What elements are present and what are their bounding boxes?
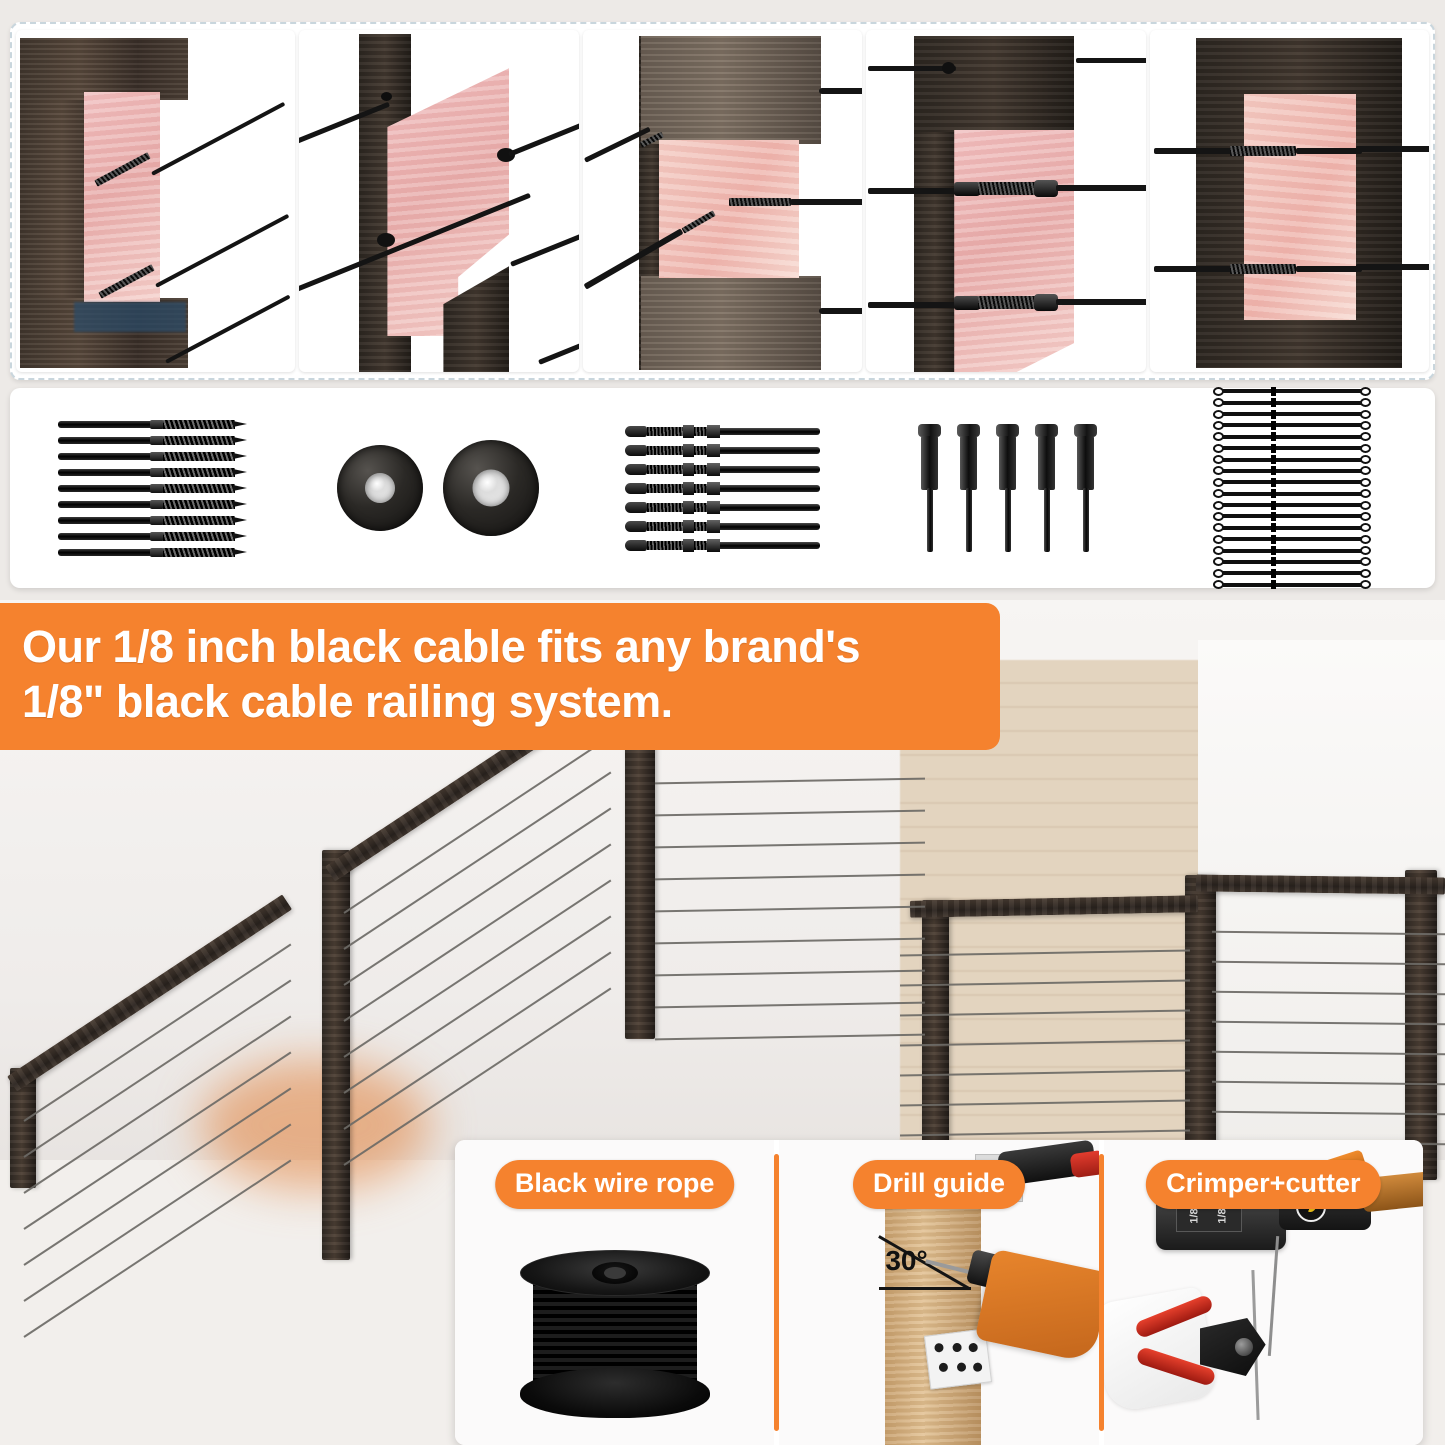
product-card-black-wire-rope[interactable]: Black wire rope xyxy=(455,1140,775,1445)
turnbuckle xyxy=(1212,398,1373,408)
lag-screw xyxy=(57,499,248,509)
kit-contents-strip xyxy=(10,386,1435,590)
end-cap xyxy=(996,424,1019,552)
hw-group-threaded-tensioners xyxy=(580,388,865,588)
lag-screw xyxy=(57,435,248,445)
stair-cable xyxy=(23,1159,292,1338)
threaded-tensioner xyxy=(625,424,820,438)
panel-divider-2 xyxy=(1098,1154,1104,1431)
lag-screw xyxy=(57,547,248,557)
turnbuckle xyxy=(1212,580,1373,590)
beveled-washer xyxy=(442,440,539,536)
turnbuckle xyxy=(1212,523,1373,533)
lag-screw xyxy=(57,483,248,493)
end-cap xyxy=(1035,424,1058,552)
lag-screw xyxy=(57,531,248,541)
turnbuckle xyxy=(1212,420,1373,430)
cable-strand xyxy=(1267,1236,1279,1356)
turnbuckle xyxy=(1212,443,1373,453)
install-panel-5 xyxy=(1149,30,1430,372)
beveled-washer xyxy=(336,445,423,531)
spool-hub-hole xyxy=(603,1267,626,1279)
spool-bottom-flange xyxy=(519,1368,710,1418)
angle-base-line xyxy=(879,1287,972,1290)
hw-group-lag-screws xyxy=(10,388,295,588)
threaded-tensioner xyxy=(625,481,820,495)
cutter-pivot xyxy=(1234,1338,1253,1356)
turnbuckle xyxy=(1212,534,1373,544)
accessory-products-panel: Black wire rope Drill guide 30° xyxy=(455,1140,1423,1445)
deck-top-rail-right xyxy=(1195,874,1445,895)
turnbuckle xyxy=(1212,386,1373,396)
lag-screw xyxy=(57,419,248,429)
wire-rope-spool xyxy=(519,1250,710,1425)
turnbuckle xyxy=(1212,511,1373,521)
sunlight-spot xyxy=(200,1060,430,1190)
install-panel-2 xyxy=(299,30,579,372)
threaded-tensioner xyxy=(625,519,820,533)
hw-group-turnbuckles xyxy=(1150,386,1435,590)
lag-screw xyxy=(57,451,248,461)
product-label-black-wire-rope: Black wire rope xyxy=(494,1160,735,1209)
hw-group-end-caps xyxy=(865,388,1150,588)
turnbuckle xyxy=(1212,432,1373,442)
turnbuckle xyxy=(1212,477,1373,487)
threaded-tensioner xyxy=(625,462,820,476)
product-card-drill-guide[interactable]: Drill guide 30° xyxy=(779,1140,1099,1445)
turnbuckle xyxy=(1212,557,1373,567)
drill-chuck-red xyxy=(1069,1149,1099,1179)
headline-line-1: Our 1/8 inch black cable fits any brand'… xyxy=(22,621,861,672)
crimper-die-label-2: 1/8 xyxy=(1216,1208,1229,1224)
threaded-tensioner xyxy=(625,500,820,514)
turnbuckle xyxy=(1212,409,1373,419)
turnbuckle xyxy=(1212,546,1373,556)
wood-post xyxy=(884,1196,981,1445)
threaded-tensioner xyxy=(625,538,820,552)
lag-screw xyxy=(57,515,248,525)
headline-banner: Our 1/8 inch black cable fits any brand'… xyxy=(0,603,1000,750)
install-panel-1 xyxy=(16,30,296,372)
turnbuckle xyxy=(1212,568,1373,578)
headline-line-2: 1/8" black cable railing system. xyxy=(22,676,673,728)
hw-group-beveled-washers xyxy=(295,388,580,588)
angle-label: 30° xyxy=(885,1245,928,1276)
power-drill xyxy=(974,1248,1099,1364)
stair-post-top xyxy=(625,694,655,1039)
end-cap xyxy=(918,424,941,552)
turnbuckle xyxy=(1212,455,1373,465)
installation-examples-strip xyxy=(10,22,1435,380)
turnbuckle xyxy=(1212,489,1373,499)
product-card-crimper-cutter[interactable]: Crimper+cutter 1/8 1/8 xyxy=(1103,1140,1423,1445)
install-panel-4 xyxy=(866,30,1146,372)
panel-divider-1 xyxy=(774,1154,780,1431)
turnbuckle xyxy=(1212,500,1373,510)
product-label-crimper-cutter: Crimper+cutter xyxy=(1146,1160,1381,1209)
turnbuckle xyxy=(1212,466,1373,476)
product-label-drill-guide: Drill guide xyxy=(852,1160,1025,1209)
threaded-tensioner xyxy=(625,443,820,457)
end-cap xyxy=(1074,424,1097,552)
install-panel-3 xyxy=(582,30,863,372)
crimper-die-label-1: 1/8 xyxy=(1188,1208,1201,1224)
lag-screw xyxy=(57,467,248,477)
end-cap xyxy=(957,424,980,552)
